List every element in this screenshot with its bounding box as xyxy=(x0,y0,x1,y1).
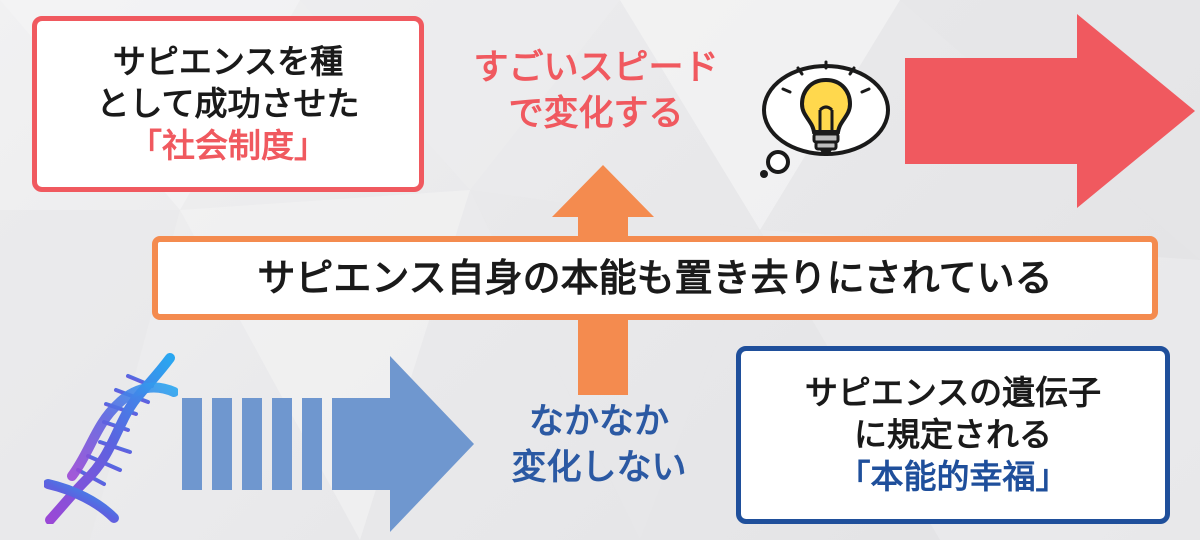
fast-change-caption: すごいスピード で変化する xyxy=(446,46,746,137)
slow-change-arrow xyxy=(182,356,474,532)
social-box-highlight: 「社会制度」 xyxy=(129,126,327,166)
banner-text: サピエンス自身の本能も置き去りにされている xyxy=(257,255,1053,300)
slow-change-caption: なかなか 変化しない xyxy=(486,400,712,491)
instinct-happiness-box: サピエンスの遺伝子 に規定される 「本能的幸福」 xyxy=(736,346,1170,524)
fast-change-arrow xyxy=(905,14,1195,208)
slow-caption-line2: 変化しない xyxy=(511,447,687,488)
social-system-box: サピエンスを種 として成功させた 「社会制度」 xyxy=(32,16,424,192)
instinct-box-line2: に規定される xyxy=(854,414,1052,454)
slow-caption-line1: なかなか xyxy=(528,402,669,442)
instinct-box-line1: サピエンスの遺伝子 xyxy=(804,372,1102,412)
lightbulb-thought-icon xyxy=(760,60,890,178)
fast-caption-line1: すごいスピード xyxy=(473,48,719,88)
social-box-line1: サピエンスを種 xyxy=(112,41,344,81)
dna-icon xyxy=(44,353,178,524)
center-banner: サピエンス自身の本能も置き去りにされている xyxy=(152,236,1158,320)
instinct-box-highlight: 「本能的幸福」 xyxy=(837,457,1069,497)
fast-caption-line2: で変化する xyxy=(508,93,684,134)
social-box-line2: として成功させた xyxy=(96,83,360,123)
